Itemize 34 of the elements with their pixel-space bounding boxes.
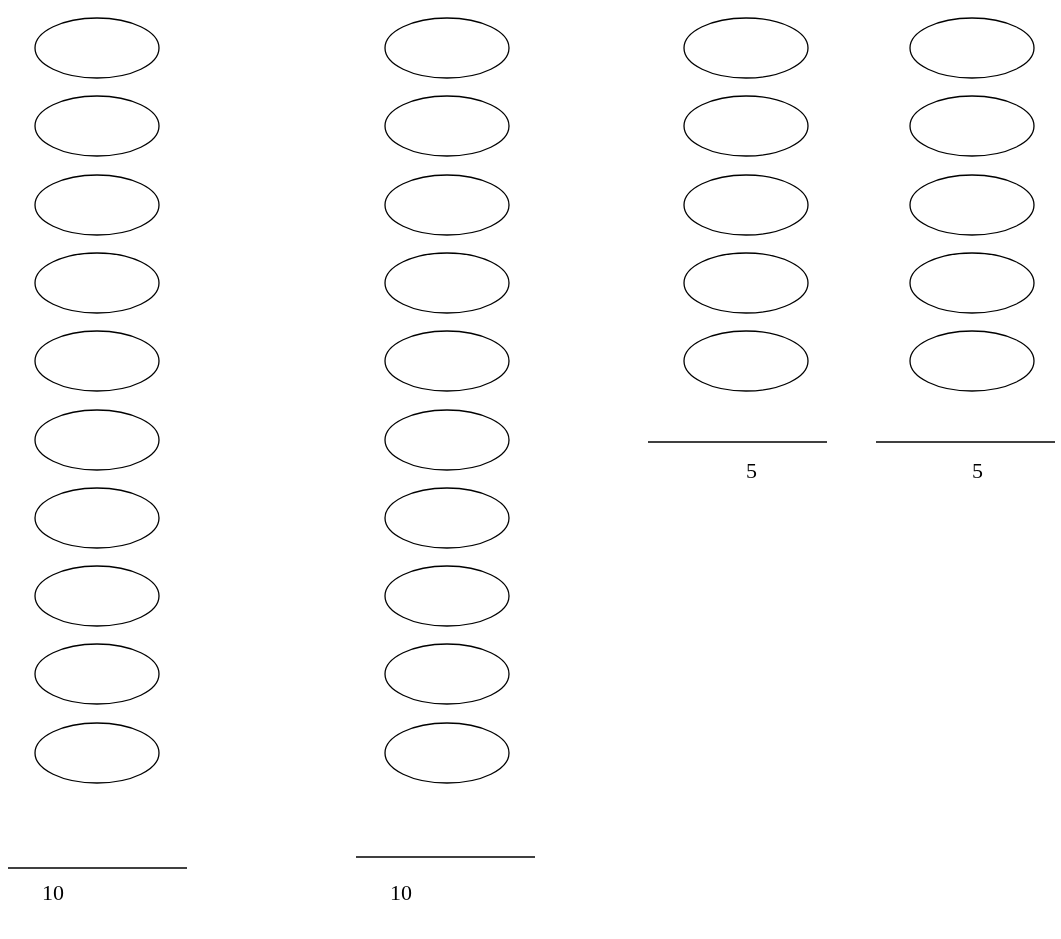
oval	[34, 643, 160, 706]
oval	[34, 173, 160, 236]
oval	[909, 251, 1035, 314]
oval	[384, 565, 510, 628]
oval	[384, 251, 510, 314]
oval	[384, 408, 510, 471]
oval	[909, 330, 1035, 393]
oval	[34, 565, 160, 628]
count-number: 10	[390, 881, 412, 905]
oval	[384, 173, 510, 236]
oval	[34, 95, 160, 158]
oval	[34, 330, 160, 393]
oval	[909, 173, 1035, 236]
oval	[683, 330, 809, 393]
oval	[683, 17, 809, 79]
oval	[384, 17, 510, 79]
oval	[384, 486, 510, 549]
oval	[909, 95, 1035, 158]
oval	[384, 721, 510, 784]
count-number: 5	[972, 459, 983, 483]
count-number: 5	[746, 459, 757, 483]
oval	[34, 486, 160, 549]
count-number: 10	[42, 881, 64, 905]
oval	[384, 95, 510, 158]
oval	[34, 251, 160, 314]
oval	[683, 173, 809, 236]
oval	[384, 330, 510, 393]
oval	[683, 251, 809, 314]
oval	[34, 17, 160, 79]
oval	[909, 17, 1035, 79]
oval	[34, 408, 160, 471]
oval	[384, 643, 510, 706]
oval	[683, 95, 809, 158]
oval	[34, 721, 160, 784]
